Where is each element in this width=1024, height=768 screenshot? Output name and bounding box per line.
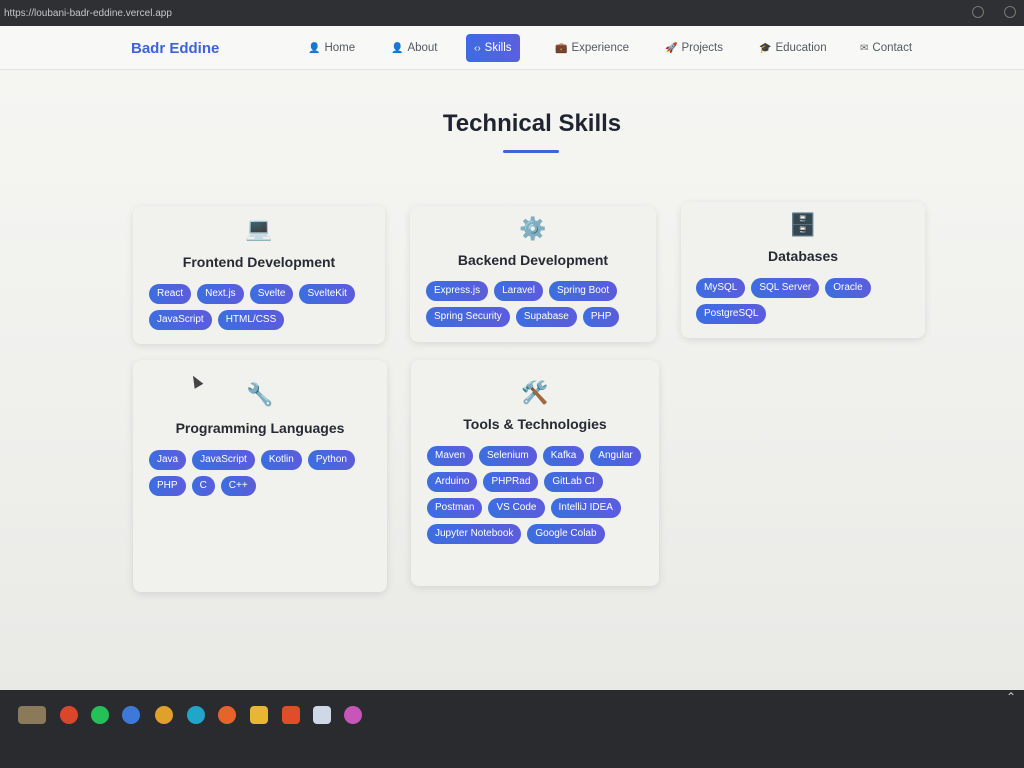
skill-card-backend: ⚙️ Backend Development Express.js Larave…	[410, 206, 656, 342]
file-explorer-icon[interactable]	[250, 706, 268, 724]
skill-tag: Kafka	[542, 446, 585, 466]
nav-home-label: Home	[324, 42, 356, 54]
nav-experience[interactable]: 💼 Experience	[547, 34, 637, 62]
weather-icon[interactable]	[18, 706, 46, 724]
extension-icon[interactable]	[972, 6, 984, 18]
nav-about-label: About	[407, 42, 438, 54]
chrome-icon[interactable]	[155, 706, 173, 724]
photos-icon[interactable]	[344, 706, 362, 724]
skill-card-databases: 🗄️ Databases MySQL SQL Server Oracle Pos…	[681, 202, 925, 338]
skill-tag: C++	[220, 476, 256, 496]
skill-tag: Oracle	[825, 278, 871, 298]
skill-tag: Postman	[427, 498, 483, 518]
skill-tag: SvelteKit	[299, 284, 355, 304]
chrome-icon[interactable]	[60, 706, 78, 724]
skill-tag: PostgreSQL	[696, 304, 767, 324]
skill-tag: Java	[149, 450, 187, 470]
app-store-icon[interactable]	[122, 706, 140, 724]
nav-skills-label: Skills	[484, 42, 512, 54]
brave-icon[interactable]	[282, 706, 300, 724]
card-title: Tools & Technologies	[463, 416, 607, 432]
navbar: Badr Eddine 👤 Home 👤 About ‹› Skills 💼 E…	[0, 26, 1024, 70]
skill-tag: HTML/CSS	[217, 310, 285, 330]
tag-list: Express.js Laravel Spring Boot Spring Se…	[426, 281, 648, 327]
tools-icon: 🛠️	[521, 380, 549, 405]
envelope-icon: ✉	[860, 42, 869, 54]
skill-tag: Laravel	[494, 281, 543, 301]
nav-contact-label: Contact	[872, 42, 913, 54]
skill-tag: React	[149, 284, 192, 304]
skill-tag: JavaScript	[149, 310, 212, 330]
skill-tag: MySQL	[696, 278, 746, 298]
skill-tag: Arduino	[427, 472, 478, 492]
graduation-cap-icon: 🎓	[759, 42, 772, 54]
skill-tag: Spring Boot	[548, 281, 618, 301]
tag-list: Java JavaScript Kotlin Python PHP C C++	[149, 450, 379, 496]
skill-tag: Svelte	[249, 284, 294, 304]
skill-tag: Spring Security	[426, 307, 510, 327]
skill-tag: JavaScript	[192, 450, 255, 470]
skill-tag: Python	[307, 450, 355, 470]
gear-icon: ⚙️	[519, 216, 547, 241]
tag-list: MySQL SQL Server Oracle PostgreSQL	[696, 278, 916, 324]
title-underline	[503, 150, 559, 153]
skill-tag: VS Code	[488, 498, 545, 518]
nav-projects-label: Projects	[681, 42, 723, 54]
skill-card-languages: 🔧 Programming Languages Java JavaScript …	[133, 360, 387, 592]
browser-address-bar[interactable]: https://loubani-badr-eddine.vercel.app	[0, 0, 1024, 26]
url-text[interactable]: https://loubani-badr-eddine.vercel.app	[4, 7, 172, 19]
card-title: Frontend Development	[182, 254, 336, 270]
code-icon: ‹›	[474, 42, 481, 54]
nav-home[interactable]: 👤 Home	[300, 34, 363, 62]
skill-tag: Angular	[590, 446, 641, 466]
nav-about[interactable]: 👤 About	[383, 34, 446, 62]
skill-tag: Express.js	[426, 281, 489, 301]
tag-list: Maven Selenium Kafka Angular Arduino PHP…	[427, 446, 653, 544]
skill-tag: GitLab CI	[544, 472, 603, 492]
chevron-up-icon[interactable]: ⌃	[1005, 690, 1016, 704]
card-title: Programming Languages	[175, 420, 345, 436]
skill-tag: Google Colab	[527, 524, 605, 544]
firefox-icon[interactable]	[218, 706, 236, 724]
tag-list: React Next.js Svelte SvelteKit JavaScrip…	[149, 284, 375, 330]
page-title: Technical Skills	[442, 110, 622, 137]
skill-tag: Next.js	[197, 284, 244, 304]
nav-education-label: Education	[775, 42, 827, 54]
nav-skills[interactable]: ‹› Skills	[466, 34, 520, 62]
skill-tag: PHP	[149, 476, 186, 496]
server-icon: 🗄️	[789, 212, 817, 237]
edge-icon[interactable]	[187, 706, 205, 724]
skill-card-tools: 🛠️ Tools & Technologies Maven Selenium K…	[411, 360, 659, 586]
skill-tag: Jupyter Notebook	[427, 524, 522, 544]
nav-education[interactable]: 🎓 Education	[751, 34, 835, 62]
taskbar: ⌃	[0, 690, 1024, 768]
page-viewport: Badr Eddine 👤 Home 👤 About ‹› Skills 💼 E…	[0, 26, 1024, 690]
nav-projects[interactable]: 🚀 Projects	[657, 34, 731, 62]
skill-tag: Kotlin	[260, 450, 302, 470]
skill-tag: C	[191, 476, 215, 496]
skill-tag: IntelliJ IDEA	[550, 498, 621, 518]
skill-tag: SQL Server	[751, 278, 820, 298]
profile-icon[interactable]	[1004, 6, 1016, 18]
card-title: Backend Development	[457, 252, 609, 268]
card-title: Databases	[767, 248, 839, 264]
nav-experience-label: Experience	[571, 42, 629, 54]
skill-tag: Supabase	[515, 307, 577, 327]
whatsapp-icon[interactable]	[91, 706, 109, 724]
nav-contact[interactable]: ✉ Contact	[852, 34, 920, 62]
skill-card-frontend: 💻 Frontend Development React Next.js Sve…	[133, 206, 385, 344]
rocket-icon: 🚀	[665, 42, 678, 54]
user-icon: 👤	[391, 42, 404, 54]
user-icon: 👤	[308, 42, 321, 54]
skill-tag: Maven	[427, 446, 474, 466]
wrench-icon: 🔧	[246, 382, 274, 407]
skill-tag: PHPRad	[483, 472, 539, 492]
app-icon[interactable]	[313, 706, 331, 724]
skill-tag: Selenium	[479, 446, 537, 466]
brand-logo[interactable]: Badr Eddine	[131, 40, 220, 57]
computer-icon: 💻	[245, 216, 273, 241]
skill-tag: PHP	[582, 307, 620, 327]
briefcase-icon: 💼	[555, 42, 568, 54]
